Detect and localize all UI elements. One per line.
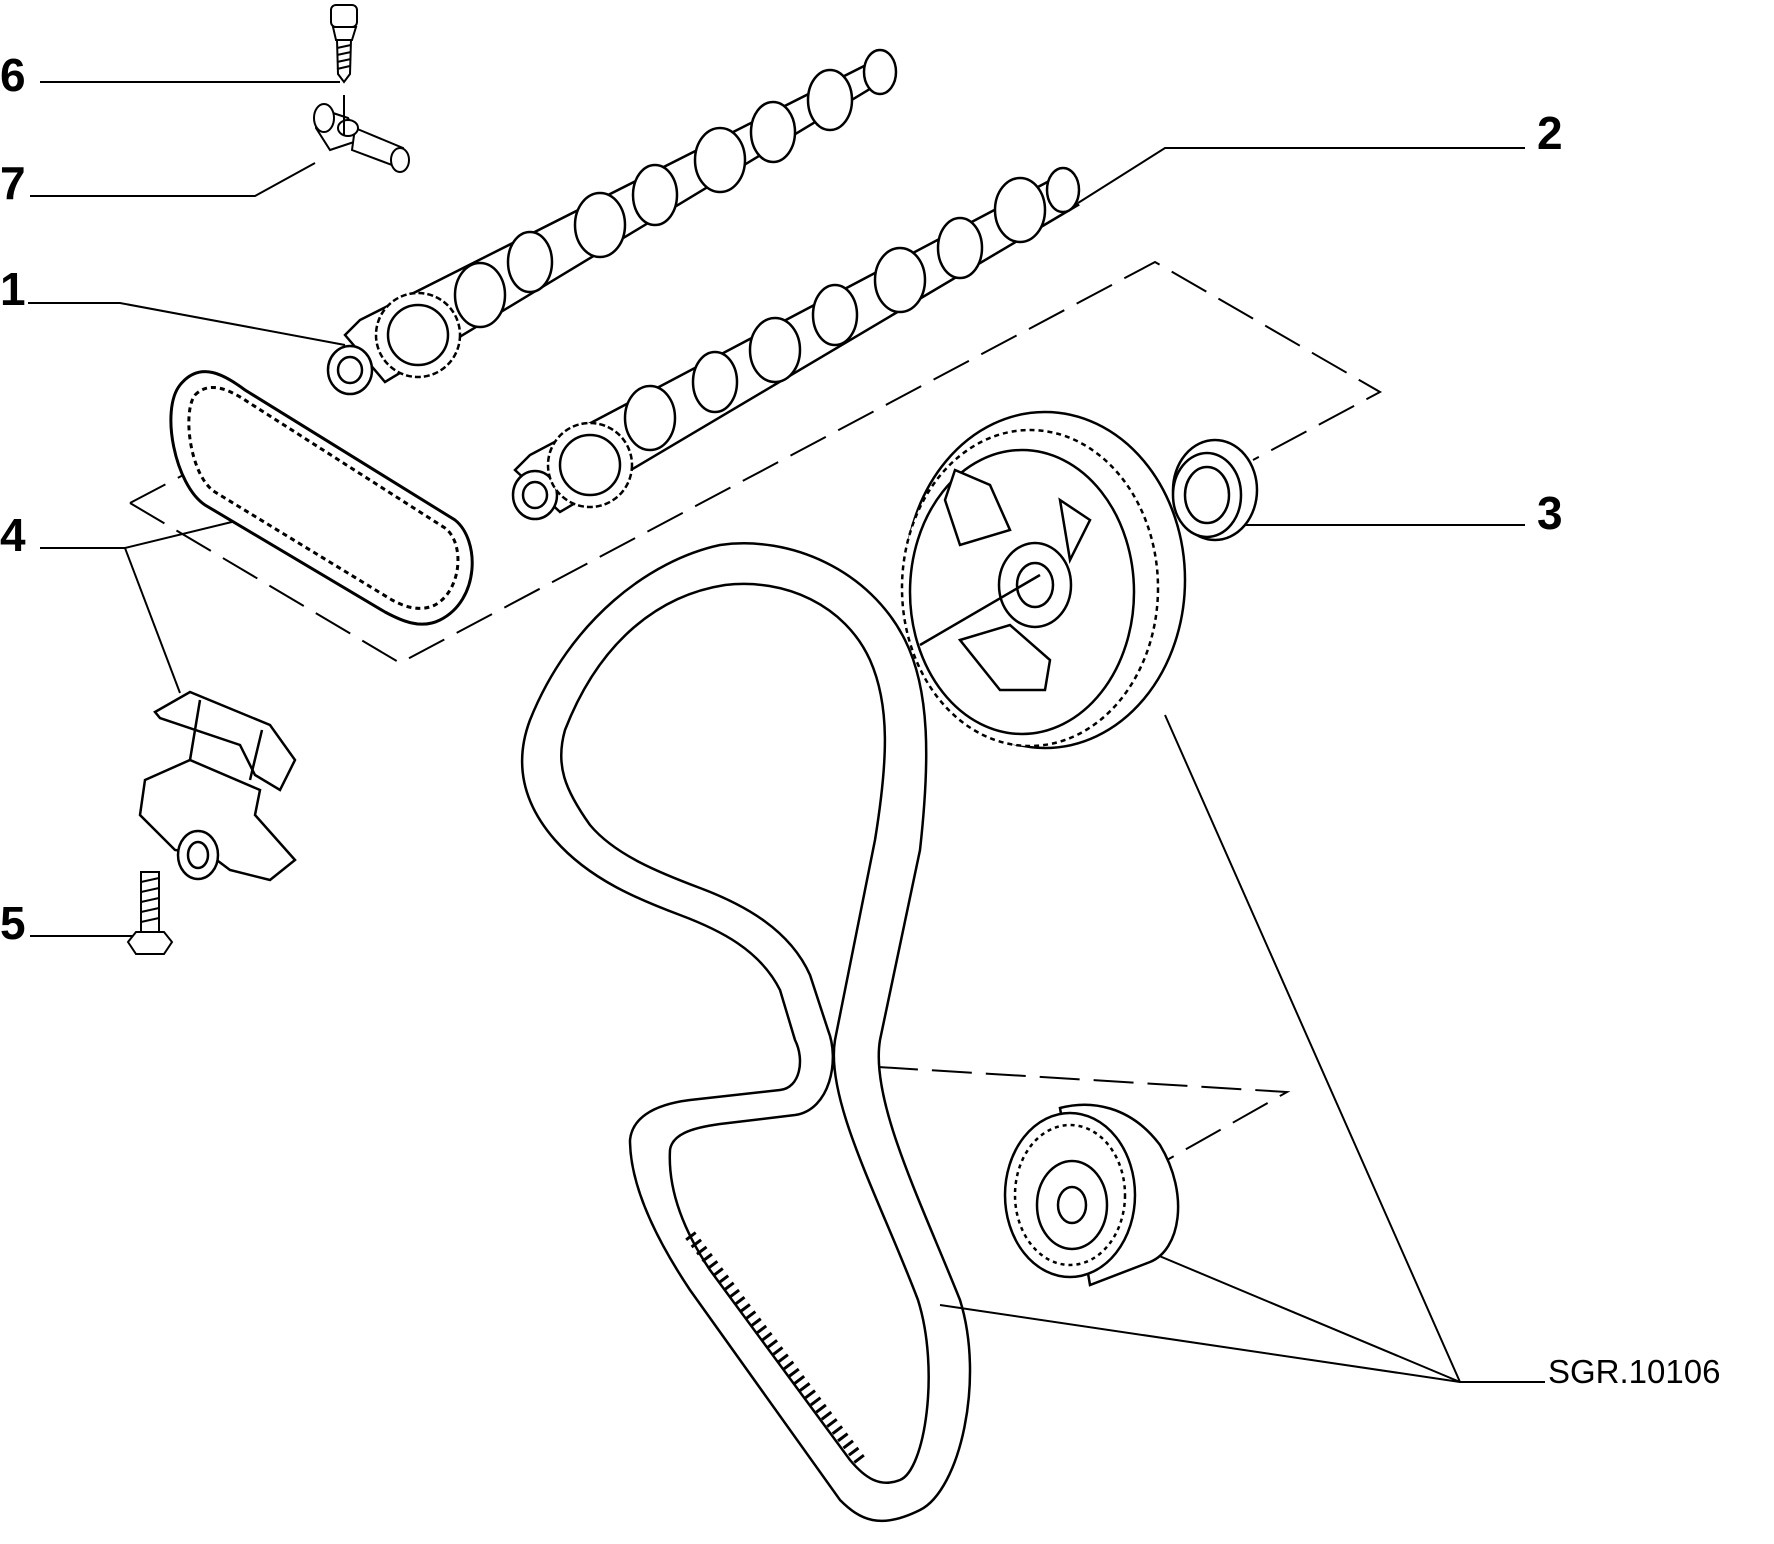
leader-line-7 [30,163,315,196]
dashed-belt-to-idler [878,1067,1287,1160]
dashed-frame-upper [130,262,1380,663]
chain-tensioner [140,692,295,880]
callout-6: 6 [0,49,26,101]
camshaft-sensor [314,95,409,172]
timing-belt [522,543,970,1521]
callout-7: 7 [0,157,26,209]
callout-4: 4 [0,509,26,561]
oil-seal [1173,440,1257,540]
leader-line-1 [28,303,345,345]
callout-3: 3 [1537,487,1563,539]
callout-5: 5 [0,897,26,949]
leader-lines [28,82,1545,1382]
leader-line-code-c [1145,1250,1460,1382]
callout-1: 1 [0,263,26,315]
leader-line-2 [1078,148,1525,203]
tensioner-pulley [1005,1105,1178,1285]
callout-2: 2 [1537,107,1563,159]
leader-line-4 [40,520,240,548]
tensioner-bolt [128,872,172,954]
camshaft-pulley [902,412,1185,748]
drawing-code: SGR.10106 [1548,1353,1721,1390]
leader-line-code-b [940,1305,1460,1382]
timing-chain [171,372,472,625]
screw [331,5,357,82]
intake-camshaft [328,50,896,394]
exhaust-camshaft [513,168,1079,519]
leader-line-4b [125,548,180,693]
